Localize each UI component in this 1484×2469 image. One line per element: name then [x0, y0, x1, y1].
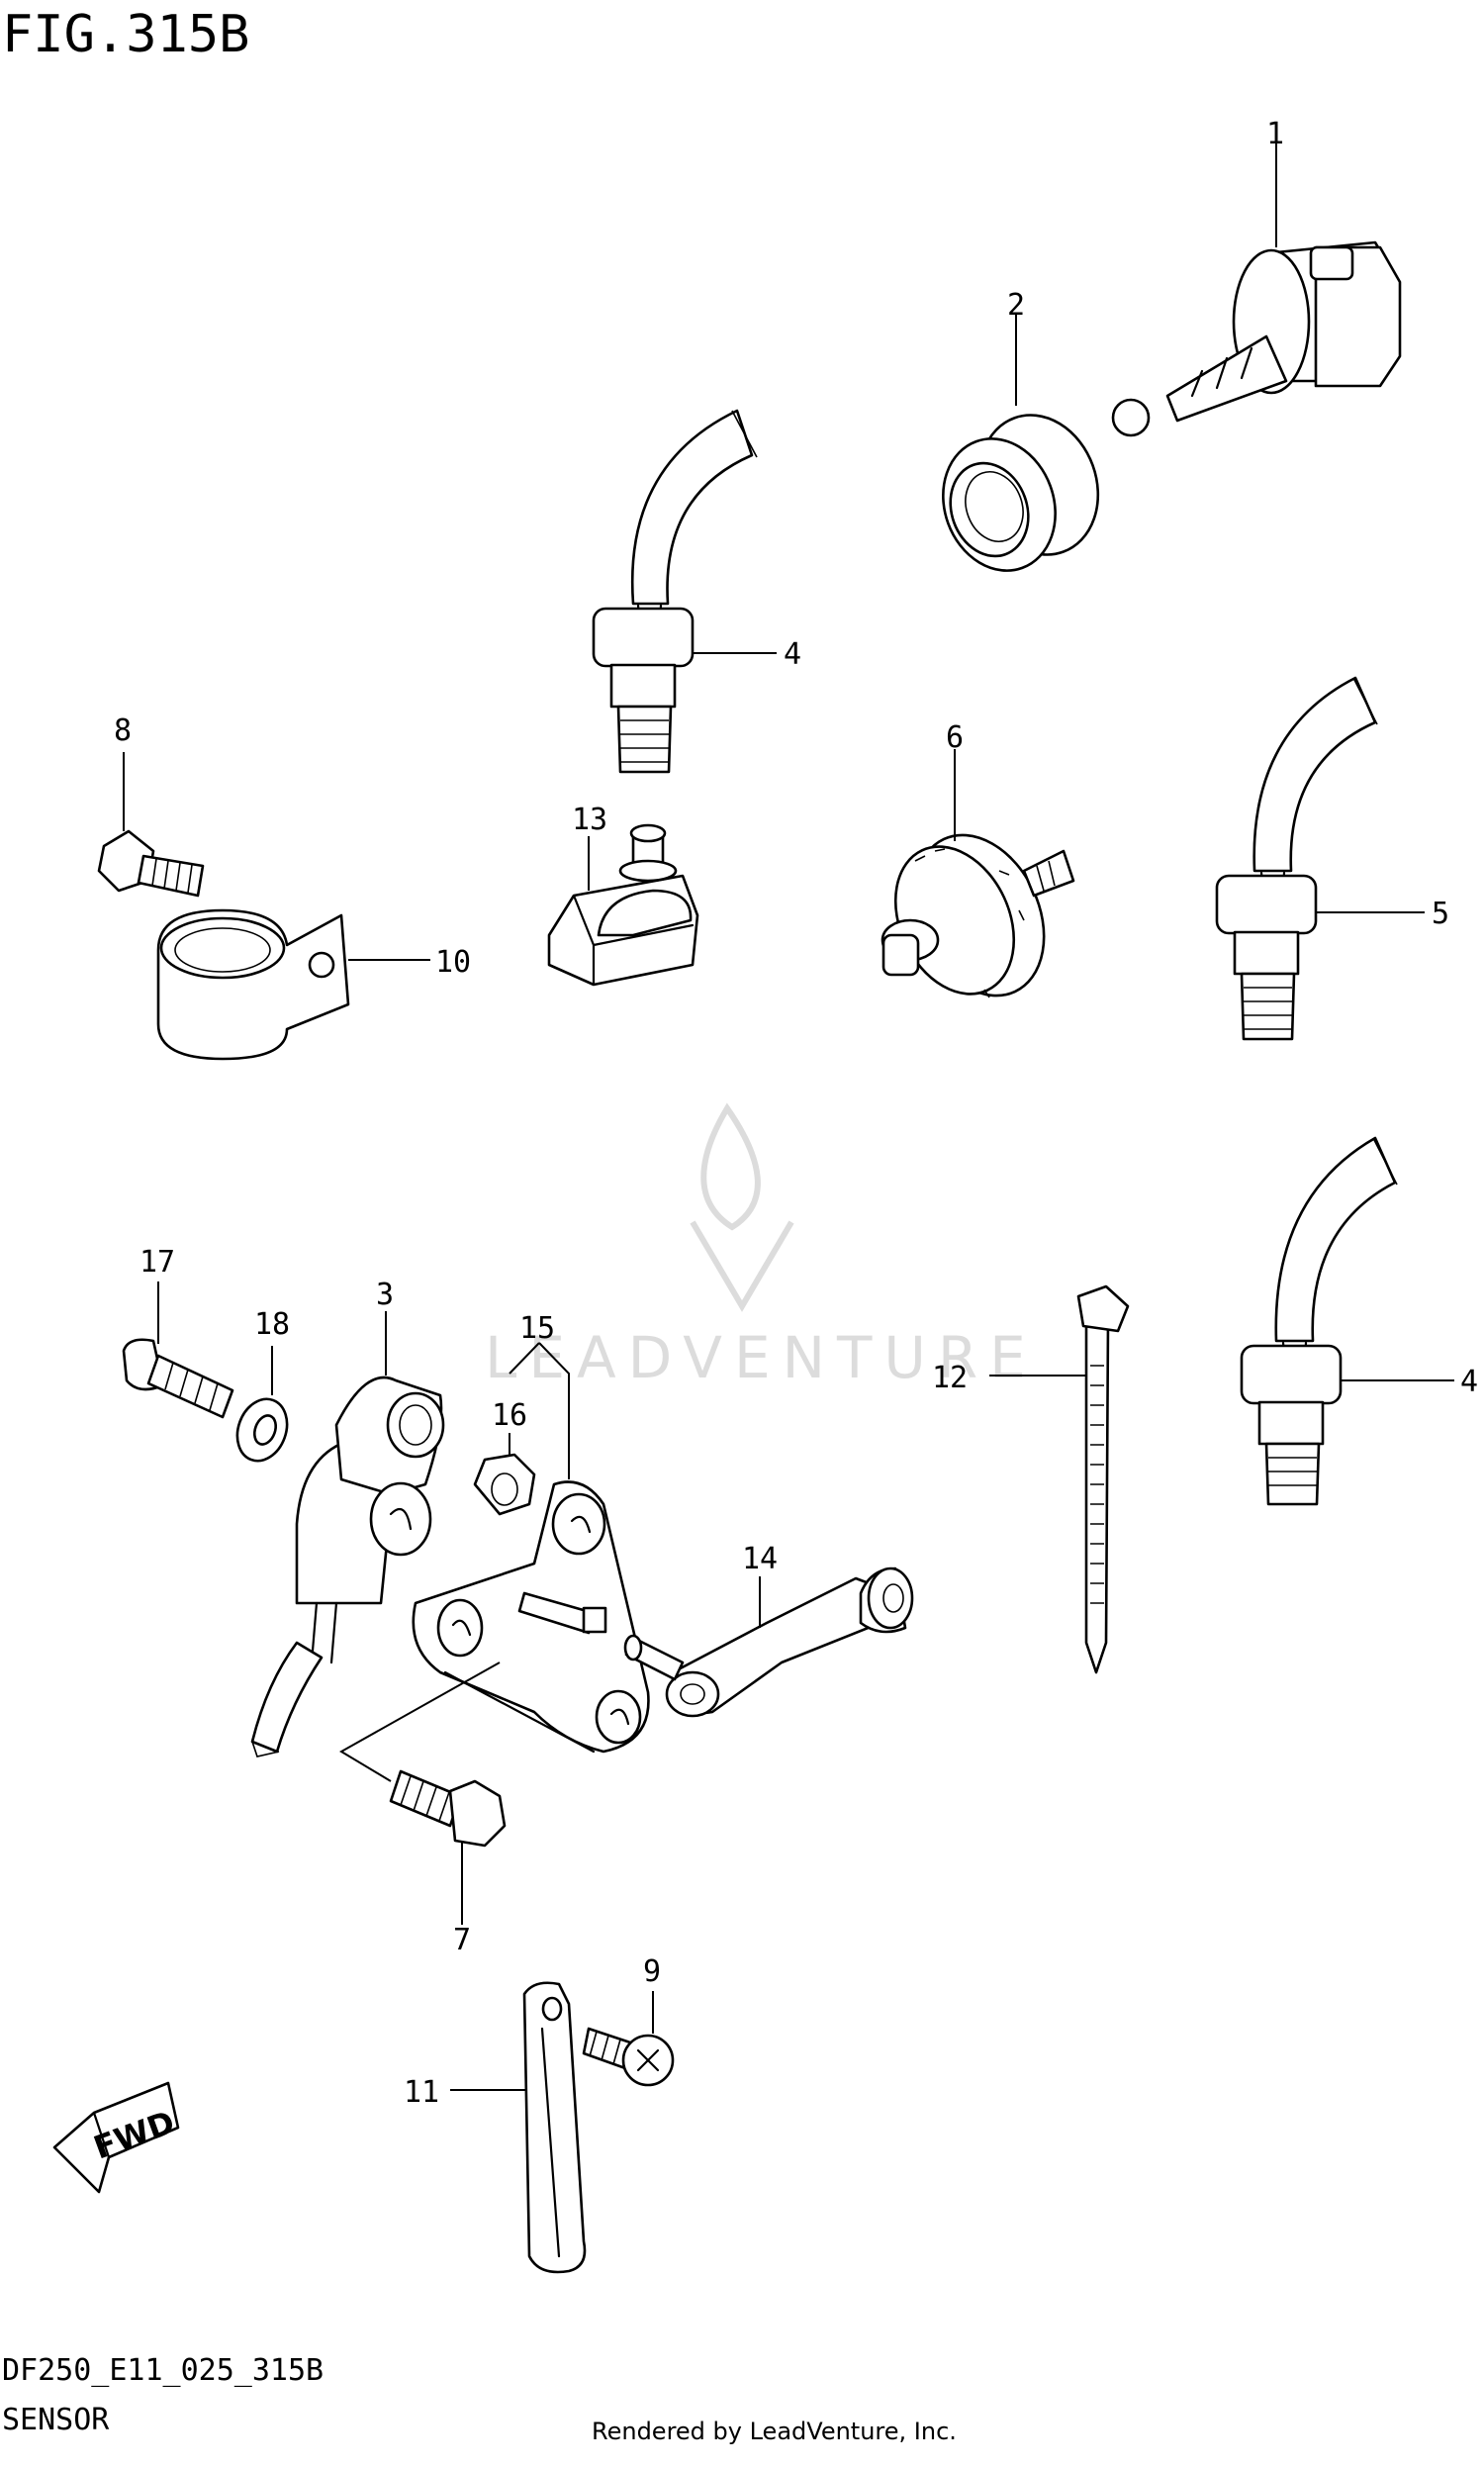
- part-7-bolt: [389, 1769, 507, 1848]
- part-6-knock-sensor: [881, 833, 1075, 998]
- part-4-sensor-right: [1240, 1136, 1398, 1506]
- fwd-arrow-icon: FWD: [52, 2081, 179, 2194]
- callout-15: 15: [519, 1311, 555, 1346]
- callout-4-right: 4: [1460, 1365, 1478, 1399]
- part-2-grommet: [942, 414, 1100, 572]
- part-3-throttle-sensor: [250, 1376, 445, 1757]
- part-13-clip: [547, 823, 699, 987]
- callout-14: 14: [742, 1542, 778, 1576]
- callout-17: 17: [139, 1245, 175, 1280]
- callout-7: 7: [453, 1923, 471, 1957]
- callout-2: 2: [1007, 288, 1025, 323]
- part-15-bracket: [412, 1480, 650, 1754]
- callout-18: 18: [254, 1307, 290, 1342]
- part-9-screw: [582, 2027, 675, 2087]
- callout-13: 13: [572, 803, 607, 837]
- part-12-cable-tie: [1076, 1284, 1130, 1674]
- callout-11: 11: [404, 2075, 439, 2110]
- part-11-strap: [522, 1981, 587, 2274]
- part-14-lever: [623, 1567, 914, 1718]
- callout-1: 1: [1266, 117, 1284, 151]
- rendered-by: Rendered by LeadVenture, Inc.: [592, 2418, 957, 2445]
- part-5-sensor: [1215, 676, 1378, 1041]
- figure-title: FIG.315B: [2, 5, 249, 64]
- part-17-bolt: [122, 1338, 234, 1419]
- watermark-logo: LEADVENTURE: [485, 1102, 1038, 1391]
- watermark-text: LEADVENTURE: [485, 1324, 1038, 1391]
- part-16-nut: [473, 1453, 536, 1516]
- part-18-washer: [235, 1397, 289, 1463]
- callout-6: 6: [946, 720, 964, 755]
- callout-12: 12: [932, 1361, 968, 1395]
- callout-16: 16: [492, 1398, 527, 1433]
- callout-5: 5: [1432, 897, 1449, 931]
- part-10-clamp: [156, 908, 350, 1061]
- callout-9: 9: [643, 1954, 661, 1989]
- callout-4-top: 4: [784, 637, 801, 672]
- part-8-bolt: [97, 829, 205, 898]
- figure-code: DF250_E11_025_315B: [2, 2353, 324, 2388]
- callout-3: 3: [376, 1278, 394, 1312]
- callout-8: 8: [114, 713, 132, 748]
- part-4-sensor-top: [592, 409, 758, 774]
- callout-10: 10: [435, 945, 471, 980]
- part-1-sensor: [1111, 240, 1402, 437]
- section-name: SENSOR: [2, 2403, 110, 2437]
